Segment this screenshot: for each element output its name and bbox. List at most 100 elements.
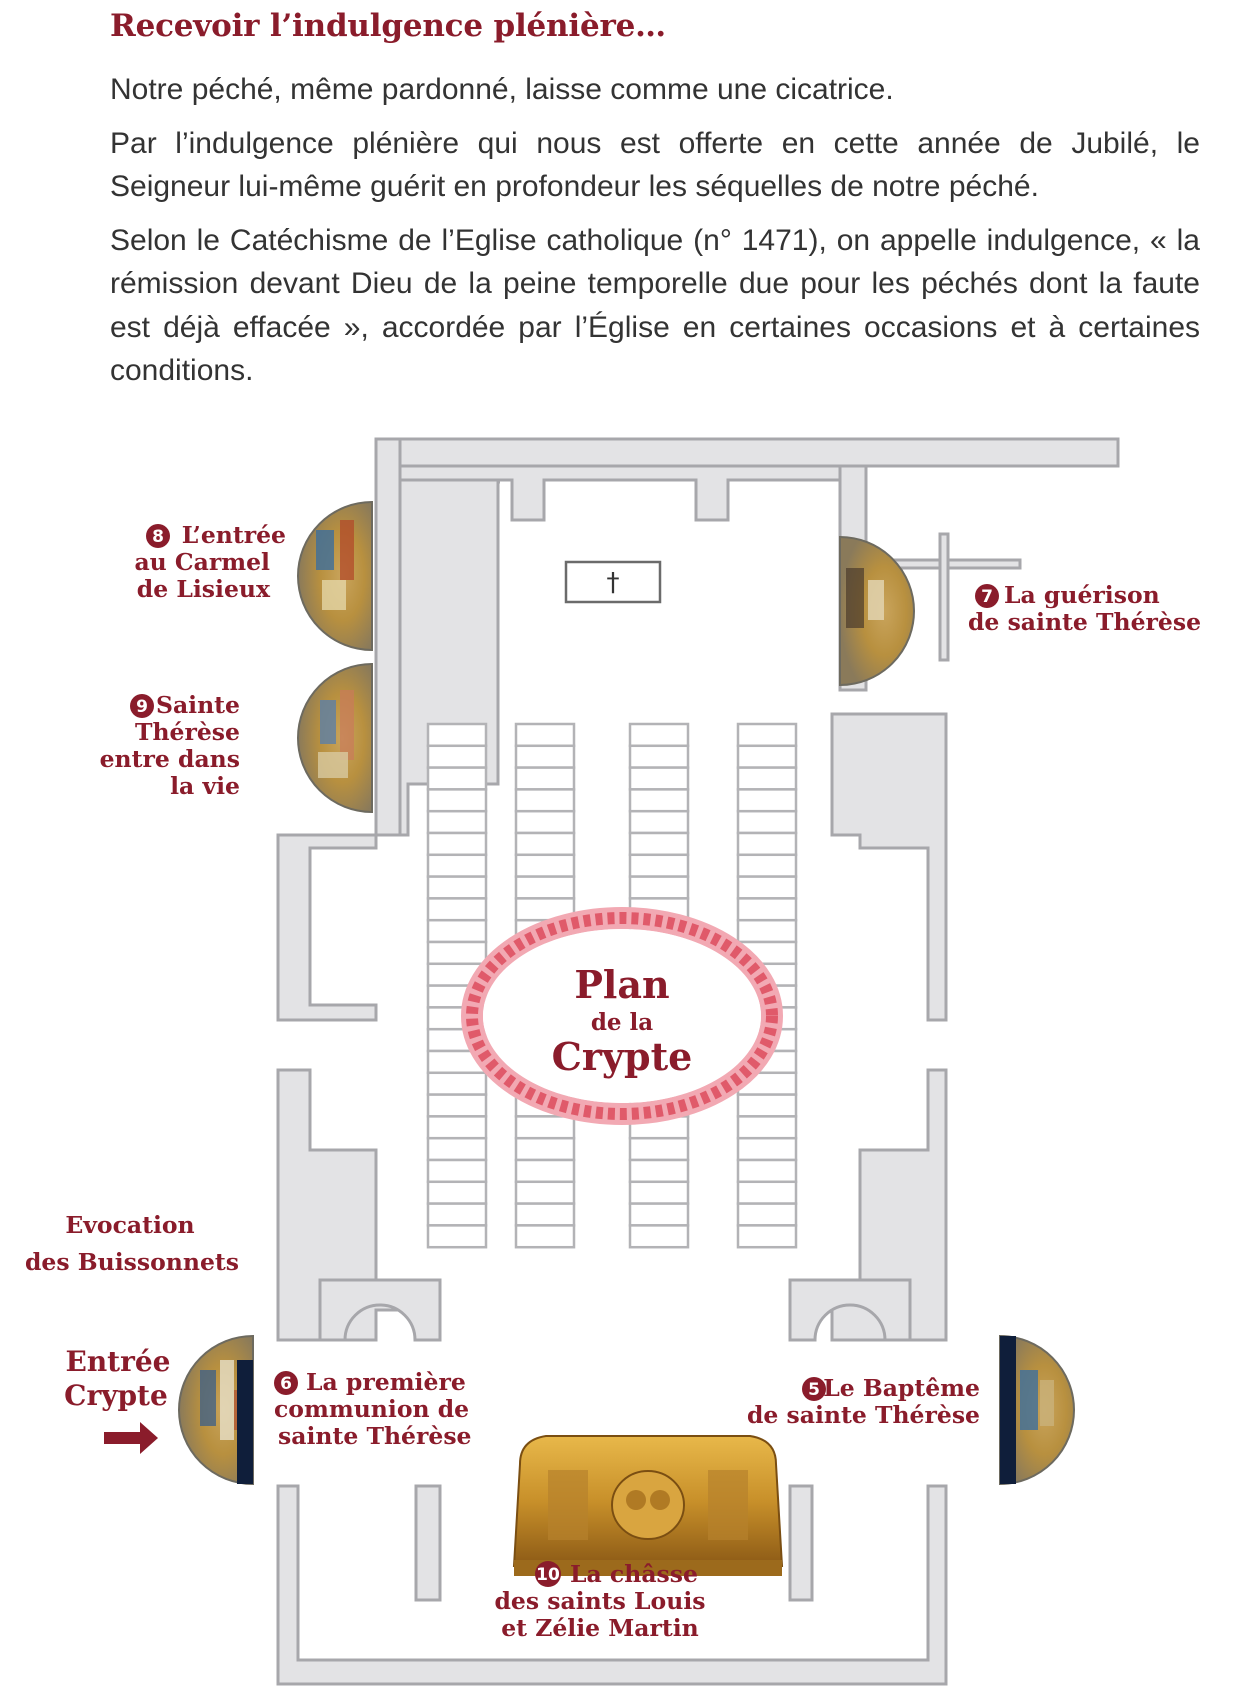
svg-text:la vie: la vie	[170, 772, 240, 800]
pew-row	[628, 853, 690, 878]
svg-text:des saints Louis: des saints Louis	[495, 1587, 706, 1615]
pew-row	[426, 831, 488, 857]
pew-row	[628, 722, 690, 748]
pew-row	[736, 1180, 798, 1205]
plan-title-line2: de la	[591, 1009, 653, 1036]
pew-row	[736, 766, 798, 791]
pew-row	[628, 1202, 690, 1227]
svg-text:Thérèse: Thérèse	[135, 718, 240, 746]
station-8-label: 8 L’entrée au Carmel de Lisieux	[134, 521, 286, 603]
pew-row	[426, 744, 488, 769]
pew-row	[736, 918, 798, 944]
pew-row	[628, 1180, 690, 1205]
pew-row	[426, 1180, 488, 1205]
station-7-label: 7 La guérison de sainte Thérèse	[968, 581, 1201, 636]
page-title: Recevoir l’indulgence plénière…	[110, 8, 666, 44]
pew-row	[736, 1224, 798, 1249]
pew-row	[736, 1202, 798, 1227]
pew-row	[628, 1224, 690, 1249]
pew-row	[628, 875, 690, 900]
pew-row	[426, 1115, 488, 1140]
pew-row	[426, 918, 488, 944]
station-9-number: 9	[130, 694, 154, 718]
pew-row	[628, 1158, 690, 1184]
svg-text:6: 6	[280, 1374, 292, 1394]
svg-text:Entrée: Entrée	[65, 1345, 170, 1378]
svg-text:Evocation: Evocation	[65, 1211, 194, 1239]
pew-row	[514, 788, 576, 813]
svg-text:L’entrée: L’entrée	[182, 521, 286, 549]
post-west	[414, 1484, 442, 1602]
pier-east-upper	[830, 712, 948, 1022]
pew-row	[426, 1202, 488, 1227]
pew-row	[514, 1224, 576, 1249]
station-8-number: 8	[146, 524, 170, 548]
pew-row	[514, 1158, 576, 1184]
evocation-label: Evocation des Buissonnets	[25, 1211, 239, 1276]
pew-row	[426, 766, 488, 791]
pew-row	[426, 1158, 488, 1184]
station-6-label: 6 La première communion de sainte Thérès…	[274, 1368, 472, 1450]
paragraph-2: Par l’indulgence plénière qui nous est o…	[110, 126, 1200, 204]
pew-row	[736, 1158, 798, 1184]
pew-row	[736, 722, 798, 748]
entrance-label: Entrée Crypte	[64, 1345, 171, 1454]
pew-row	[736, 1136, 798, 1162]
svg-text:de sainte Thérèse: de sainte Thérèse	[968, 608, 1201, 636]
mosaic-7	[839, 535, 915, 687]
pew-row	[628, 809, 690, 835]
pew-row	[628, 831, 690, 857]
svg-text:communion de: communion de	[274, 1395, 469, 1423]
svg-text:10: 10	[536, 1565, 560, 1585]
svg-text:de Lisieux: de Lisieux	[137, 575, 271, 603]
pew-row	[628, 1136, 690, 1162]
svg-text:5: 5	[808, 1380, 820, 1400]
pew-row	[514, 1136, 576, 1162]
plan-title-line3: Crypte	[552, 1034, 693, 1079]
pew-row	[426, 853, 488, 878]
mosaic-8	[297, 500, 373, 652]
pew-row	[514, 1180, 576, 1205]
svg-text:sainte Thérèse: sainte Thérèse	[278, 1422, 472, 1450]
wall-south	[276, 1484, 948, 1686]
svg-text:de sainte Thérèse: de sainte Thérèse	[747, 1401, 980, 1429]
pew-row	[514, 722, 576, 748]
pew-row	[426, 809, 488, 835]
station-6-number: 6	[274, 1371, 298, 1395]
reliquary-image	[512, 1435, 784, 1576]
station-7-number: 7	[975, 584, 999, 608]
pew-row	[514, 744, 576, 769]
pew-row	[426, 788, 488, 813]
pew-row	[736, 809, 798, 835]
pew-row	[628, 788, 690, 813]
svg-text:entre dans: entre dans	[100, 745, 240, 773]
pew-row	[736, 788, 798, 813]
title-wreath: Plan de la Crypte	[461, 907, 783, 1125]
pew-row	[514, 853, 576, 878]
pew-row	[514, 809, 576, 835]
pew-row	[514, 1202, 576, 1227]
svg-text:7: 7	[981, 587, 993, 607]
svg-text:La guérison: La guérison	[1004, 581, 1160, 609]
arch-west	[318, 1278, 442, 1342]
pew-row	[426, 1136, 488, 1162]
pew-row	[628, 766, 690, 791]
pew-row	[426, 722, 488, 748]
pew-row	[426, 1093, 488, 1118]
svg-text:9: 9	[136, 697, 148, 717]
cross-icon: †	[607, 568, 620, 598]
plan-title-line1: Plan	[574, 962, 669, 1007]
svg-text:Le Baptême: Le Baptême	[823, 1374, 980, 1402]
station-10-number: 10	[535, 1561, 561, 1587]
pew-row	[736, 744, 798, 769]
pew-row	[426, 875, 488, 900]
arch-east	[788, 1278, 912, 1342]
pew-row	[426, 940, 488, 966]
svg-text:Sainte: Sainte	[156, 691, 240, 719]
pew-row	[736, 831, 798, 857]
station-10-label: 10 La châsse des saints Louis et Zélie M…	[495, 1560, 706, 1642]
mosaic-5	[999, 1334, 1075, 1486]
svg-text:8: 8	[152, 527, 164, 547]
pew-row	[514, 875, 576, 900]
pew-row	[514, 1115, 576, 1140]
